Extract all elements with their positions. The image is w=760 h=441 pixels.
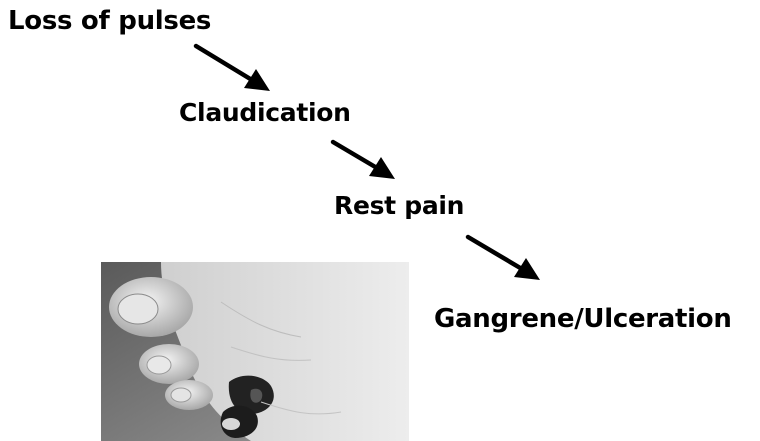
arrow-3-icon: [468, 237, 540, 280]
stage-label-rest-pain: Rest pain: [334, 193, 464, 218]
foot-photo: [101, 262, 409, 441]
stage-label-gangrene-ulceration: Gangrene/Ulceration: [434, 306, 732, 332]
arrow-1-icon: [196, 46, 270, 91]
stage-label-claudication: Claudication: [179, 100, 351, 125]
foot-gangrene-image: [101, 262, 409, 441]
arrow-2-icon: [333, 142, 395, 179]
stage-label-loss-of-pulses: Loss of pulses: [8, 8, 211, 34]
